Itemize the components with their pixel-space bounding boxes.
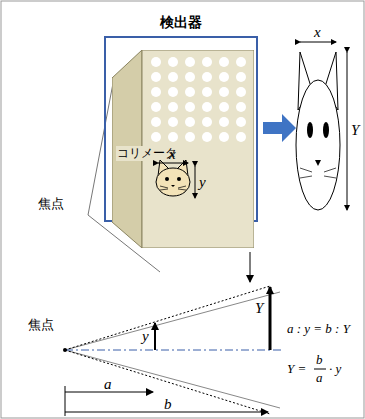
collimator-hole bbox=[168, 72, 178, 82]
dimension-b: b bbox=[164, 396, 172, 413]
collimator-hole bbox=[185, 102, 195, 112]
small-cat bbox=[156, 160, 190, 196]
collimator-hole bbox=[168, 57, 178, 67]
collimator-hole bbox=[168, 132, 178, 142]
collimator-hole bbox=[219, 87, 229, 97]
collimator-hole bbox=[168, 117, 178, 127]
collimator-hole bbox=[168, 87, 178, 97]
collimator-hole bbox=[202, 72, 212, 82]
fraction-numerator: b bbox=[316, 353, 323, 367]
dimension-y: y bbox=[199, 174, 206, 191]
outer-ray bbox=[65, 292, 280, 350]
projection-arrow bbox=[263, 114, 296, 142]
focal-point bbox=[63, 348, 67, 352]
collimator-hole bbox=[236, 102, 246, 112]
y-dimension bbox=[347, 52, 348, 210]
stretched-cat bbox=[296, 52, 340, 210]
collimator-hole bbox=[219, 117, 229, 127]
fraction-denominator: a bbox=[316, 371, 323, 385]
ratio-formula: a : y = b : Y bbox=[287, 322, 350, 336]
down-arrow bbox=[250, 252, 251, 282]
inner-ray bbox=[65, 350, 270, 414]
collimator-hole bbox=[185, 57, 195, 67]
center-line bbox=[65, 350, 282, 351]
dimension-y: Y bbox=[255, 300, 263, 317]
collimator-label: コリメータ bbox=[116, 146, 178, 161]
collimator-hole bbox=[236, 132, 246, 142]
focal-line bbox=[88, 78, 114, 215]
collimator-hole bbox=[202, 57, 212, 67]
dimension-x: x bbox=[314, 24, 321, 41]
y-dimension bbox=[195, 166, 196, 198]
collimator-hole bbox=[151, 132, 161, 142]
collimator-hole bbox=[202, 132, 212, 142]
focal-label: 焦点 bbox=[38, 197, 64, 211]
collimator-block: コリメータ bbox=[112, 50, 254, 248]
focal-label: 焦点 bbox=[28, 318, 54, 332]
collimator-hole bbox=[168, 102, 178, 112]
collimator-hole bbox=[202, 87, 212, 97]
collimator-hole bbox=[185, 132, 195, 142]
y-arrow bbox=[154, 323, 156, 350]
outer-ray bbox=[65, 350, 280, 408]
dimension-x: x bbox=[169, 146, 176, 163]
collimator-hole bbox=[151, 72, 161, 82]
collimator-hole bbox=[219, 132, 229, 142]
result-formula: Y = bbox=[287, 362, 306, 376]
collimator-hole bbox=[151, 102, 161, 112]
result-formula: · y bbox=[329, 362, 341, 376]
collimator-hole bbox=[185, 87, 195, 97]
collimator-hole bbox=[185, 117, 195, 127]
collimator-hole bbox=[202, 117, 212, 127]
collimator-hole bbox=[185, 72, 195, 82]
big-y-arrow bbox=[269, 287, 272, 350]
dimension-a: a bbox=[104, 376, 112, 393]
x-dimension bbox=[158, 163, 188, 164]
collimator-hole bbox=[236, 57, 246, 67]
collimator-hole bbox=[219, 72, 229, 82]
collimator-hole bbox=[236, 117, 246, 127]
detector-label: 検出器 bbox=[160, 15, 202, 30]
dimension-y: y bbox=[142, 328, 149, 345]
inner-ray bbox=[65, 286, 270, 350]
collimator-hole bbox=[219, 102, 229, 112]
collimator-hole bbox=[219, 57, 229, 67]
dimension-y: Y bbox=[351, 122, 359, 139]
collimator-hole bbox=[236, 72, 246, 82]
collimator-hole bbox=[151, 117, 161, 127]
collimator-hole bbox=[151, 87, 161, 97]
fraction-bar bbox=[314, 369, 326, 370]
collimator-hole bbox=[151, 57, 161, 67]
collimator-hole bbox=[236, 87, 246, 97]
collimator-hole bbox=[202, 102, 212, 112]
x-dimension bbox=[300, 42, 336, 43]
